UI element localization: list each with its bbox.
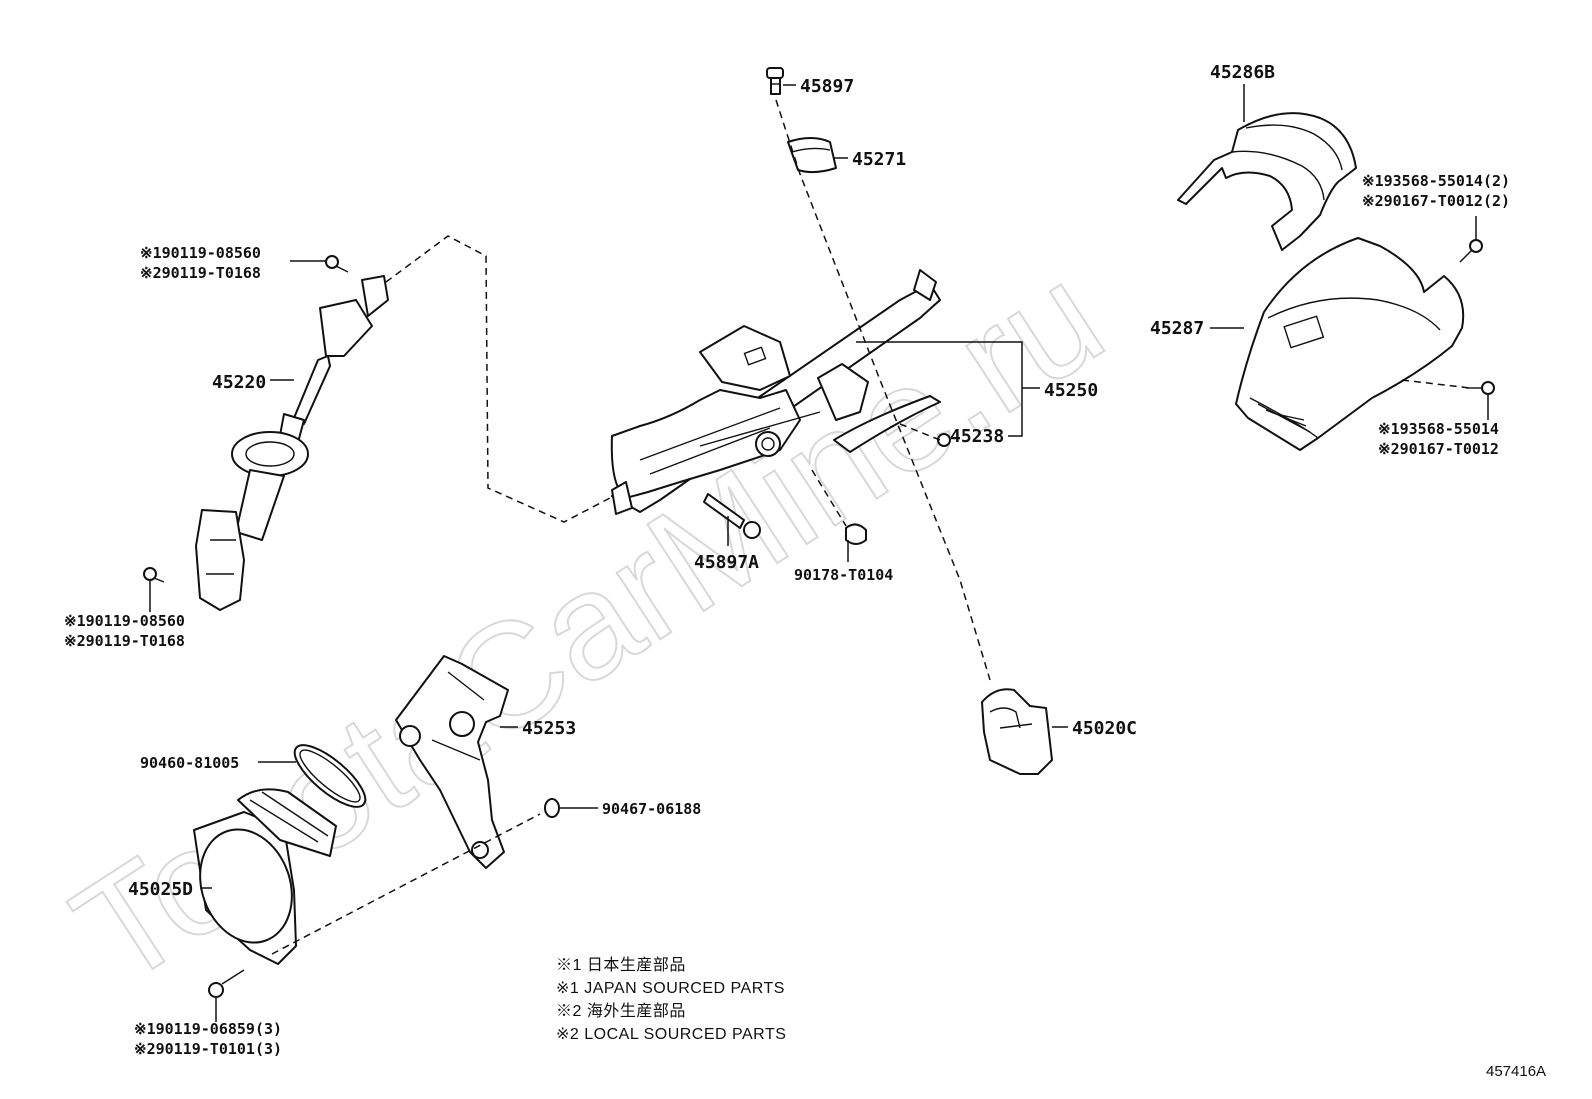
label-45897A: 45897A xyxy=(694,552,759,573)
steering-column-45250-drawing xyxy=(610,269,941,515)
nut-90178-drawing xyxy=(845,523,867,545)
ref-cover-screw-top-2: ※290167-T0012(2) xyxy=(1362,192,1510,210)
guide-line-nut xyxy=(811,469,847,527)
ref-boot-bolt-2: ※290119-T0101(3) xyxy=(134,1040,282,1058)
legend: ※1 日本生産部品 ※1 JAPAN SOURCED PARTS ※2 海外生産… xyxy=(556,956,786,1043)
guide-line-pin-column xyxy=(775,99,991,681)
ref-cover-screw-bot-1: ※193568-55014 xyxy=(1378,420,1499,438)
ref-lower-bolt-1: ※190119-08560 xyxy=(64,612,185,630)
guide-line-cover-screw xyxy=(1401,379,1471,389)
label-90460: 90460-81005 xyxy=(140,754,239,772)
legend-line-1: ※1 日本生産部品 xyxy=(556,956,686,974)
ref-cover-screw-bot-2: ※290167-T0012 xyxy=(1378,440,1499,458)
legend-line-3: ※2 海外生産部品 xyxy=(556,1002,686,1020)
ref-top-bolt-1: ※190119-08560 xyxy=(140,244,261,262)
pin-45897-drawing xyxy=(766,67,784,95)
bolt-boot-drawing xyxy=(208,969,245,998)
legend-line-4: ※2 LOCAL SOURCED PARTS xyxy=(556,1026,786,1043)
ref-top-bolt-2: ※290119-T0168 xyxy=(140,264,261,282)
label-45897: 45897 xyxy=(800,76,854,97)
ring-90460-drawing xyxy=(293,744,367,808)
cover-screw-top-drawing xyxy=(1459,239,1483,263)
upper-cover-45286B-drawing xyxy=(1177,112,1357,251)
bolt-45897A-drawing xyxy=(703,493,761,539)
guide-line-boot-bolt xyxy=(271,813,541,955)
diagram-code: 457416A xyxy=(1486,1063,1546,1080)
label-45220: 45220 xyxy=(212,372,266,393)
label-45271: 45271 xyxy=(852,149,906,170)
label-90467: 90467-06188 xyxy=(602,800,701,818)
label-45238: 45238 xyxy=(950,426,1004,447)
label-45250: 45250 xyxy=(1044,380,1098,401)
cover-screw-bottom-drawing xyxy=(1466,381,1495,395)
intermediate-shaft-45220-drawing xyxy=(195,275,389,611)
boot-45025D-drawing xyxy=(193,788,337,965)
leader-45250-bracket xyxy=(856,341,1040,437)
legend-line-2: ※1 JAPAN SOURCED PARTS xyxy=(556,980,785,997)
washer-90467-drawing xyxy=(544,798,560,818)
clip-45271-drawing xyxy=(787,137,837,174)
label-45253: 45253 xyxy=(522,718,576,739)
label-45286B: 45286B xyxy=(1210,62,1275,83)
label-45020C: 45020C xyxy=(1072,718,1137,739)
label-90178: 90178-T0104 xyxy=(794,566,893,584)
ref-cover-screw-top-1: ※193568-55014(2) xyxy=(1362,172,1510,190)
label-45287: 45287 xyxy=(1150,318,1204,339)
housing-45020C-drawing xyxy=(981,688,1053,775)
ref-boot-bolt-1: ※190119-06859(3) xyxy=(134,1020,282,1038)
guide-line-shaft-column xyxy=(385,235,611,523)
bracket-45253-drawing xyxy=(395,655,509,869)
ref-lower-bolt-2: ※290119-T0168 xyxy=(64,632,185,650)
lower-cover-45287-drawing xyxy=(1235,237,1465,451)
bolt-lower-shaft-drawing xyxy=(143,567,165,583)
label-45025D: 45025D xyxy=(128,879,193,900)
bolt-top-shaft-drawing xyxy=(325,255,349,273)
